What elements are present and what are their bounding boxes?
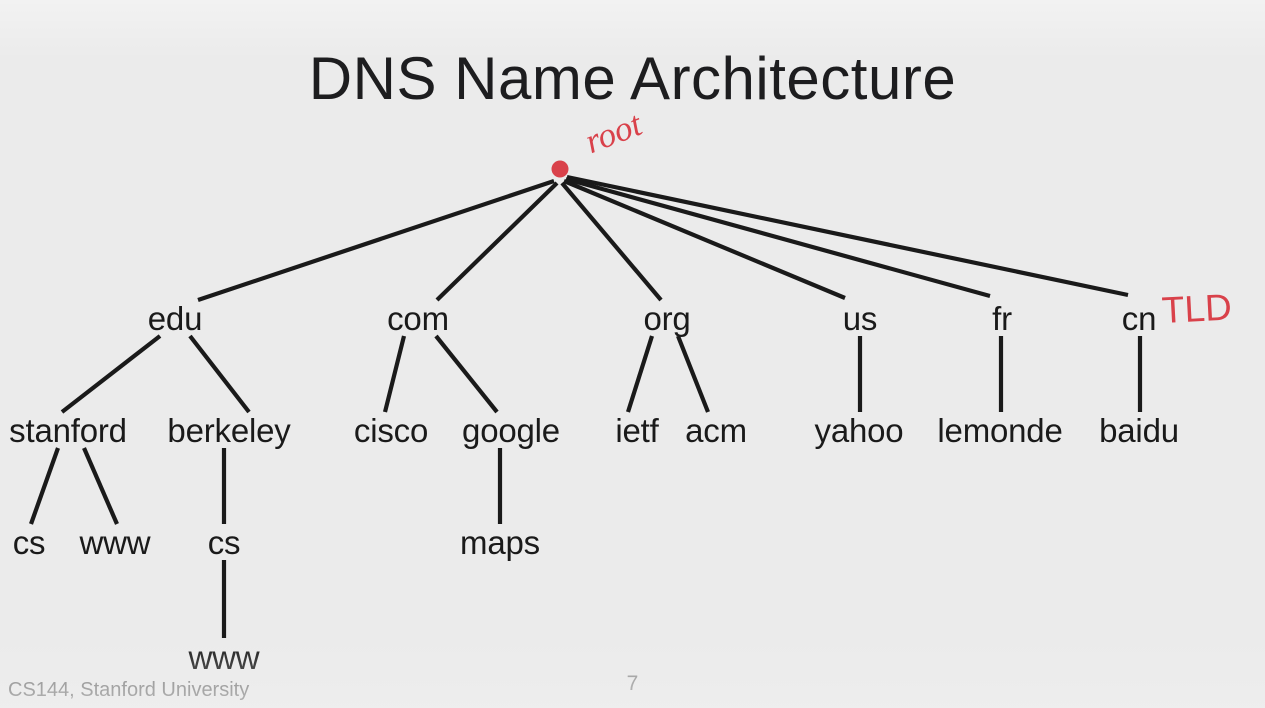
edge-root-us [563, 179, 846, 300]
tree-node-www-berkeley-cs: www [188, 639, 260, 676]
tree-node-berkeley: berkeley [167, 412, 291, 449]
page-title: DNS Name Architecture [308, 45, 957, 112]
tree-node-us: us [842, 300, 878, 337]
edge-org-ietf [625, 335, 655, 413]
edge-com-google [434, 334, 499, 414]
tree-node-google: google [462, 412, 560, 449]
tree-edges [29, 174, 1143, 638]
tree-node-com: com [387, 300, 449, 337]
tree-node-lemonde: lemonde [937, 412, 1063, 449]
edge-root-edu [197, 179, 555, 302]
tree-node-org: org [643, 300, 691, 337]
edge-stanford-www [82, 447, 119, 525]
tree-node-cs-stanford: cs [12, 524, 46, 561]
root-node-dot [551, 160, 569, 178]
tree-node-maps: maps [460, 524, 540, 561]
tree-node-cisco: cisco [353, 412, 429, 449]
annotation-tld: TLD [1160, 286, 1233, 332]
tree-node-yahoo: yahoo [814, 412, 904, 449]
slide-footer: CS144, Stanford University [8, 679, 250, 701]
tree-node-ietf: ietf [615, 412, 659, 449]
edge-edu-stanford [60, 334, 162, 414]
tree-node-acm: acm [685, 412, 747, 449]
tree-node-cn: cn [1121, 300, 1157, 337]
edge-root-org [560, 181, 663, 302]
tree-node-www-stanford: www [79, 524, 151, 561]
edge-com-cisco [382, 335, 407, 413]
edge-stanford-cs [29, 447, 60, 525]
page-number: 7 [626, 672, 639, 695]
tree-node-stanford: stanford [9, 412, 127, 449]
tree-node-edu: edu [147, 300, 203, 337]
edge-root-com [435, 181, 559, 302]
edge-edu-berkeley [188, 334, 251, 414]
tree-node-cs-berkeley: cs [207, 524, 241, 561]
tree-node-baidu: baidu [1099, 412, 1179, 449]
edge-org-acm [676, 335, 710, 413]
edge-root-cn [566, 174, 1129, 298]
edge-root-fr [565, 176, 991, 299]
tree-node-fr: fr [992, 300, 1012, 337]
